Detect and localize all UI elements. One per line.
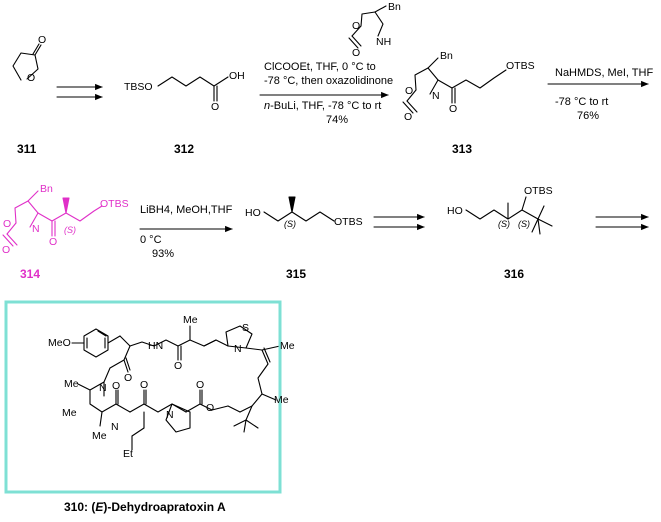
highlight-box-310 <box>4 300 282 494</box>
compound-number-314: 314 <box>20 267 41 281</box>
cond-1-yield: 74% <box>326 114 349 126</box>
atom-me-side-310: Me <box>280 340 295 352</box>
atom-o3-310: O <box>112 380 121 392</box>
stereo-label-315: (S) <box>284 219 296 229</box>
atom-o-co2-313: O <box>449 103 458 115</box>
atom-o1-310: O <box>174 360 183 372</box>
stereo-label-314: (S) <box>64 225 76 235</box>
stereo-label-316-a: (S) <box>498 219 510 229</box>
title-name-310: )-Dehydroapratoxin A <box>103 500 226 514</box>
atom-otbs-316: OTBS <box>524 185 553 197</box>
conditions-step-3-lower: 0 °C 93% <box>140 233 174 261</box>
atom-o6-310: O <box>206 402 215 414</box>
cond-2-line-1: NaHMDS, MeI, THF <box>555 67 654 79</box>
structure-314 <box>2 190 103 247</box>
conditions-step-3: LiBH4, MeOH,THF <box>140 203 232 217</box>
atom-o-ring-311: O <box>27 72 36 84</box>
atom-bn-reagent: Bn <box>388 1 401 13</box>
structure-313 <box>402 57 507 114</box>
arrow-315-316 <box>373 213 425 231</box>
atom-hn-310: HN <box>148 340 164 352</box>
conditions-step-2-lower: -78 °C to rt 76% <box>555 95 608 123</box>
structure-316 <box>465 196 553 235</box>
atom-o-carbonyl-311: O <box>38 34 47 46</box>
atom-o-ring-313: O <box>405 85 414 97</box>
atom-n-me2-310: N <box>111 421 119 433</box>
cond-1-line-1: ClCOOEt, THF, 0 °C to <box>264 61 376 73</box>
atom-s-310: S <box>242 322 250 334</box>
cond-3-line-2: 0 °C <box>140 234 162 246</box>
atom-oh-312: OH <box>229 70 245 82</box>
atom-me-n2-310: Me <box>92 430 107 442</box>
compound-number-316: 316 <box>504 267 525 281</box>
cond-1-line-3: n-BuLi, THF, -78 °C to rt <box>264 99 381 113</box>
atom-otbs-314: OTBS <box>100 198 129 210</box>
compound-number-313: 313 <box>452 142 473 156</box>
atom-o-co1-313: O <box>404 111 413 123</box>
atom-n-pro-310: N <box>166 409 174 421</box>
atom-o-ring-314: O <box>3 218 12 230</box>
atom-o4-310: O <box>140 379 149 391</box>
atom-bn-314: Bn <box>40 183 53 195</box>
compound-number-312: 312 <box>174 142 195 156</box>
arrow-316-onward <box>595 213 649 231</box>
atom-o-co2-314: O <box>49 236 58 248</box>
atom-n-314: N <box>32 223 40 235</box>
compound-number-311: 311 <box>17 142 37 156</box>
atom-n-313: N <box>432 90 440 102</box>
cond-3-line-1: LiBH4, MeOH,THF <box>140 204 233 216</box>
title-e-italic: E <box>95 500 104 514</box>
atom-et-310: Et <box>123 448 133 460</box>
atom-o-ring-reagent: O <box>352 20 361 32</box>
structure-310 <box>71 325 281 451</box>
structure-315 <box>263 196 335 222</box>
compound-title-310: 310: (E)-Dehydroapratoxin A <box>64 500 226 514</box>
title-paren-open: ( <box>91 500 96 514</box>
atom-bn-313: Bn <box>440 50 453 62</box>
stereo-label-316-b: (S) <box>518 219 530 229</box>
conditions-step-1-lower: n-BuLi, THF, -78 °C to rt 74% <box>264 99 381 127</box>
atom-tbso-312: TBSO <box>124 81 153 93</box>
atom-o-312: O <box>211 101 220 113</box>
atom-me-top-310: Me <box>183 314 198 326</box>
atom-o-co-reagent: O <box>352 47 361 59</box>
cond-1-line-3-rest: -BuLi, THF, -78 °C to rt <box>270 100 382 112</box>
atom-o5-310: O <box>196 379 205 391</box>
structure-311 <box>12 43 42 81</box>
atom-o-co1-314: O <box>2 244 11 256</box>
cond-1-nbuli-italic: n <box>264 100 271 112</box>
atom-meo-310: MeO <box>48 337 71 349</box>
atom-ho-315: HO <box>245 207 261 219</box>
compound-number-315: 315 <box>286 267 307 281</box>
atom-me-ala-310: Me <box>62 407 77 419</box>
atom-nh-reagent: NH <box>376 36 392 48</box>
atom-n-thiazoline-310: N <box>234 343 242 355</box>
atom-otbs-315: OTBS <box>334 216 363 228</box>
atom-n-me1-310: N <box>99 382 107 394</box>
atom-me-chain-310: Me <box>274 394 289 406</box>
conditions-step-1: ClCOOEt, THF, 0 °C to -78 °C, then oxazo… <box>264 60 393 88</box>
atom-ho-316: HO <box>447 205 463 217</box>
structure-312 <box>157 76 229 102</box>
cond-2-line-2: -78 °C to rt <box>555 96 609 108</box>
atom-me-n1-310: Me <box>64 378 79 390</box>
cond-3-yield: 93% <box>152 248 175 260</box>
title-number-310: 310: <box>64 500 89 514</box>
cond-2-yield: 76% <box>577 110 600 122</box>
arrow-311-312 <box>56 83 103 101</box>
atom-o2-310: O <box>124 372 133 384</box>
atom-otbs-313: OTBS <box>506 60 535 72</box>
conditions-step-2: NaHMDS, MeI, THF <box>555 66 653 80</box>
structure-oxazolidinone <box>348 5 387 49</box>
cond-1-line-2: -78 °C, then oxazolidinone <box>264 75 394 87</box>
